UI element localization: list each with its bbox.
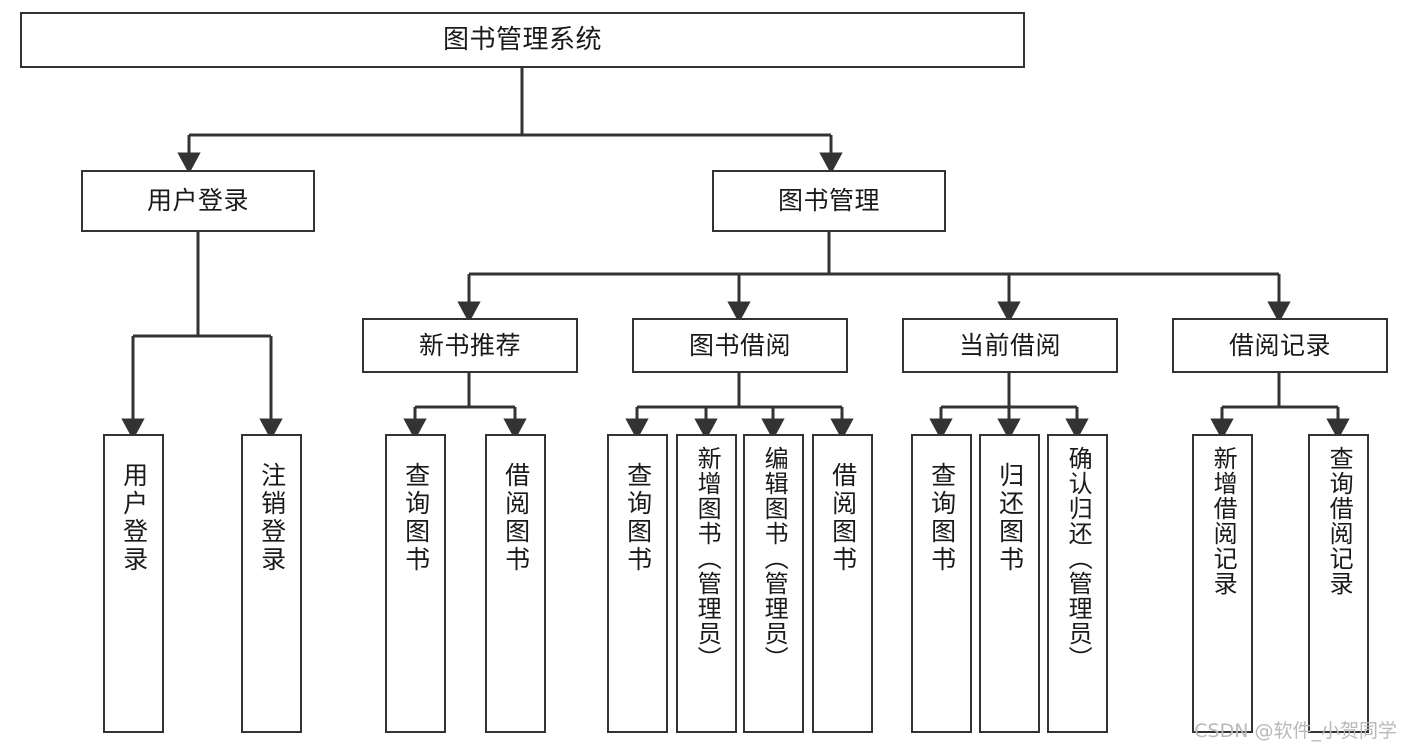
node-leaf-logout[interactable]: 注销登录 [241, 434, 302, 733]
node-borrow-record[interactable]: 借阅记录 [1172, 318, 1388, 373]
node-label: 查询图书 [401, 462, 431, 574]
edge-root-to-level2 [177, 68, 843, 174]
edge-book-borrow-to-leaves [625, 373, 854, 440]
node-label: 归还图书 [995, 462, 1025, 574]
node-label: 新增图书（管理员） [693, 446, 722, 671]
node-label: 查询借阅记录 [1325, 446, 1354, 596]
node-leaf-return-book[interactable]: 归还图书 [979, 434, 1040, 733]
node-leaf-add-borrow-record[interactable]: 新增借阅记录 [1192, 434, 1253, 733]
node-current-borrow[interactable]: 当前借阅 [902, 318, 1118, 373]
node-label: 确认归还（管理员） [1064, 446, 1093, 671]
edge-borrow-record-to-leaves [1210, 373, 1350, 440]
node-root-system[interactable]: 图书管理系统 [20, 12, 1025, 68]
node-leaf-confirm-return[interactable]: 确认归还（管理员） [1047, 434, 1108, 733]
node-leaf-edit-book[interactable]: 编辑图书（管理员） [743, 434, 804, 733]
node-book-borrow[interactable]: 图书借阅 [632, 318, 848, 373]
edge-user-login-to-leaves [121, 232, 283, 440]
node-book-manage[interactable]: 图书管理 [712, 170, 946, 232]
node-label: 图书借阅 [688, 330, 791, 360]
node-leaf-query-book-borrow[interactable]: 查询图书 [607, 434, 668, 733]
node-leaf-user-login[interactable]: 用户登录 [103, 434, 164, 733]
node-leaf-add-book[interactable]: 新增图书（管理员） [676, 434, 737, 733]
node-label: 编辑图书（管理员） [760, 446, 789, 671]
node-label: 新增借阅记录 [1209, 446, 1238, 596]
node-label: 借阅记录 [1228, 330, 1331, 360]
node-leaf-query-borrow-record[interactable]: 查询借阅记录 [1308, 434, 1369, 733]
node-leaf-query-book-recommend[interactable]: 查询图书 [385, 434, 446, 733]
node-label: 当前借阅 [958, 330, 1061, 360]
node-label: 用户登录 [119, 462, 149, 574]
node-leaf-borrow-book-recommend[interactable]: 借阅图书 [485, 434, 546, 733]
node-label: 图书管理 [777, 186, 880, 216]
edge-current-borrow-to-leaves [929, 373, 1089, 440]
node-user-login[interactable]: 用户登录 [81, 170, 315, 232]
node-label: 借阅图书 [828, 462, 858, 574]
node-leaf-query-book-current[interactable]: 查询图书 [911, 434, 972, 733]
node-label: 注销登录 [257, 462, 287, 574]
node-label: 新书推荐 [418, 330, 521, 360]
node-label: 查询图书 [927, 462, 957, 574]
node-label: 图书管理系统 [442, 24, 602, 55]
node-label: 查询图书 [623, 462, 653, 574]
edge-new-book-recommend-to-leaves [403, 373, 527, 440]
node-label: 用户登录 [146, 186, 249, 216]
edge-book-manage-to-level3 [457, 232, 1291, 323]
node-leaf-borrow-book[interactable]: 借阅图书 [812, 434, 873, 733]
csdn-watermark: CSDN @软件_小贺同学 [1194, 720, 1397, 742]
node-label: 借阅图书 [501, 462, 531, 574]
node-new-book-recommend[interactable]: 新书推荐 [362, 318, 578, 373]
